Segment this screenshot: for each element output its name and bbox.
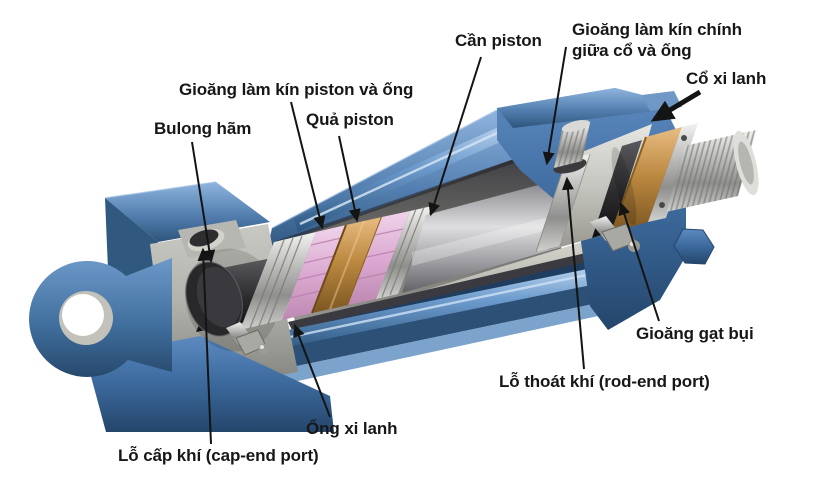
label-lo-cap-khi: Lỗ cấp khí (cap-end port)	[118, 446, 319, 465]
cap-end-port-hole	[189, 229, 219, 247]
leader-lo-cap-khi	[197, 247, 212, 445]
piston-shoulder	[376, 206, 432, 299]
piston-seal-pink-right	[348, 211, 410, 305]
grease-fitting-right	[590, 216, 640, 252]
piston-retainer-rings	[240, 232, 316, 330]
leader-gioang-piston	[290, 101, 326, 230]
leader-gioang-chinh	[542, 46, 567, 166]
label-ong-xi-lanh: Ống xi lanh	[306, 419, 398, 438]
lock-bolt	[185, 258, 272, 337]
head-top-face	[497, 88, 664, 128]
label-gioang-chinh-line1: Gioăng làm kín chính	[572, 20, 742, 39]
label-gioang-gat-bui: Gioăng gạt bụi	[636, 324, 754, 343]
rod-end-port-plug	[554, 120, 591, 168]
leader-co-xi-lanh	[650, 89, 702, 122]
label-lo-thoat-khi: Lỗ thoát khí (rod-end port)	[499, 372, 710, 391]
tie-rod-nut-hex	[673, 228, 715, 265]
piston-assembly	[185, 206, 432, 352]
main-neck-seal-ring	[535, 153, 591, 253]
cylinder-tube-bottom-wall	[268, 252, 626, 384]
label-qua-piston: Quả piston	[306, 110, 394, 129]
leader-can-piston	[428, 56, 482, 217]
leader-gioang-gat-bui	[618, 201, 660, 322]
label-gioang-piston: Gioăng làm kín piston và ống	[179, 80, 414, 99]
clevis-mount	[29, 258, 172, 377]
leader-qua-piston	[338, 135, 361, 223]
dust-wiper-seal	[592, 140, 642, 238]
leader-lines	[191, 46, 702, 445]
piston-seal-pink-left	[282, 225, 346, 320]
leader-bulong-ham	[191, 141, 216, 264]
leader-ong-xi-lanh	[293, 323, 331, 418]
label-can-piston: Cần piston	[455, 31, 542, 50]
label-bulong-ham: Bulong hãm	[154, 119, 252, 138]
label-gioang-chinh-line2: giữa cổ và ống	[572, 41, 692, 60]
grease-fitting-left	[226, 322, 270, 356]
rod-threaded-tip	[666, 130, 759, 212]
clevis-hole	[62, 294, 104, 336]
leader-lo-thoat-khi	[561, 176, 585, 370]
cylinder-tube-top-wall	[268, 109, 548, 254]
label-gioang-chinh: Gioăng làm kín chính giữa cổ và ống	[572, 19, 742, 61]
label-co-xi-lanh: Cổ xi lanh	[686, 69, 767, 88]
